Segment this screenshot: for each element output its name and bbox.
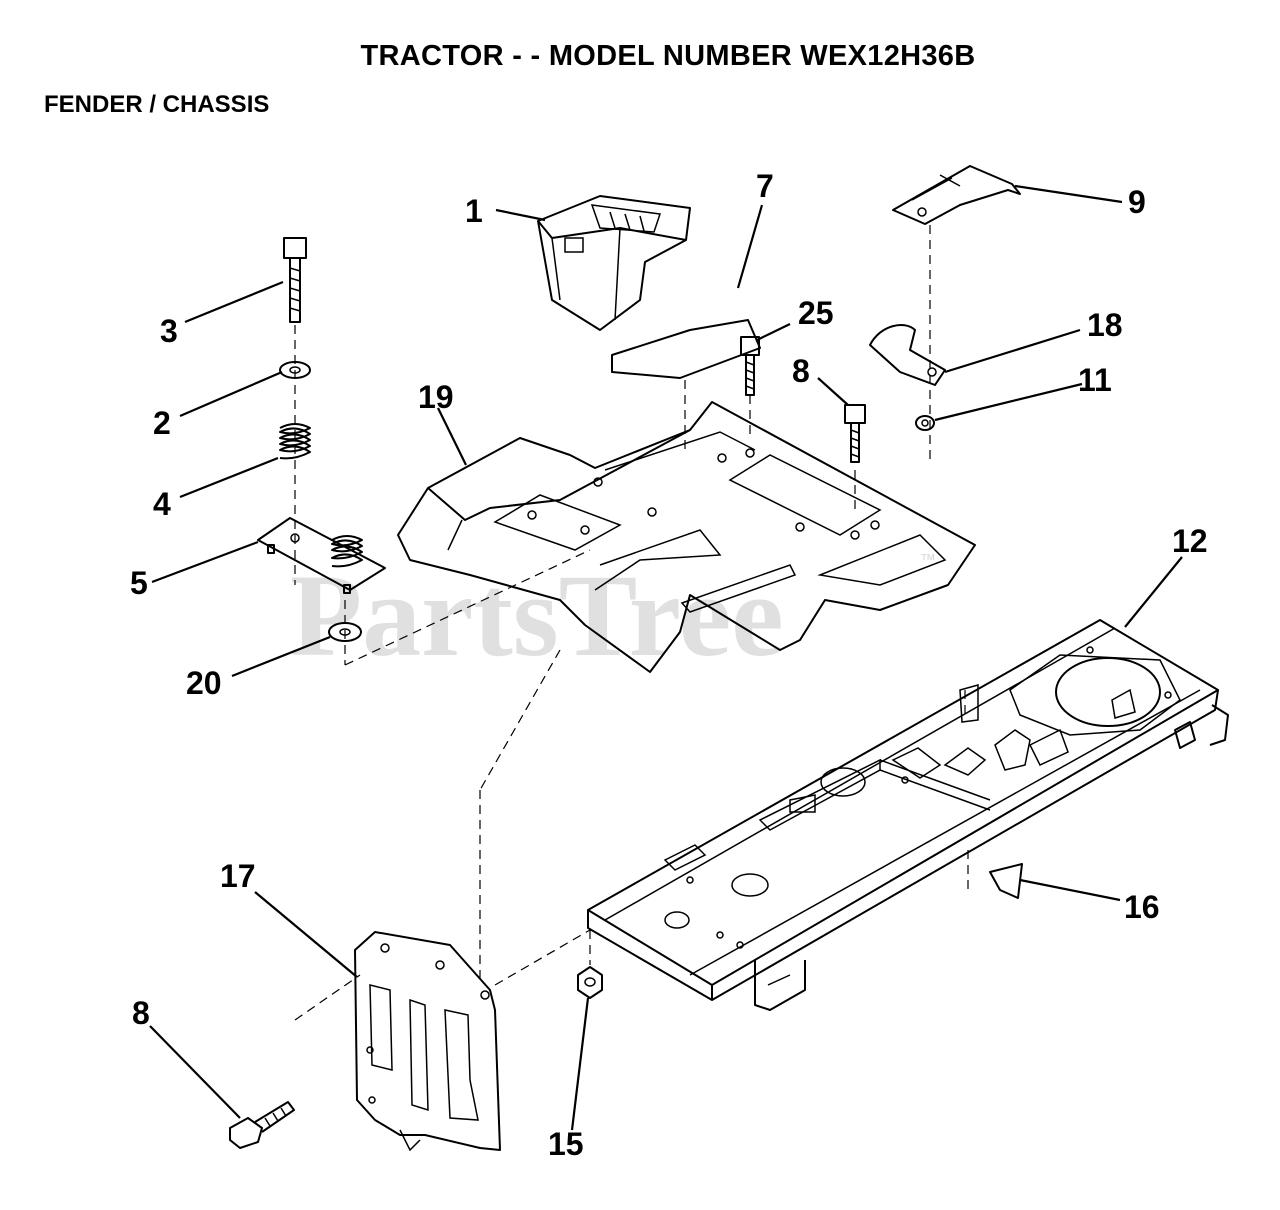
callout-20: 20	[186, 665, 222, 701]
callout-4: 4	[153, 486, 171, 522]
part-7-decal	[611, 319, 761, 379]
callout-9: 9	[1128, 184, 1146, 220]
part-2-washer	[279, 361, 311, 379]
part-12-chassis	[587, 619, 1229, 1011]
watermark: PartsTree	[290, 550, 784, 681]
part-8-bolt-top	[844, 404, 866, 463]
callout-12: 12	[1172, 523, 1208, 559]
part-18-clip	[869, 324, 946, 386]
part-3-bolt	[283, 237, 307, 323]
callout-17: 17	[220, 858, 256, 894]
part-8-bolt-bottom	[229, 1101, 295, 1149]
callout-5: 5	[130, 565, 148, 601]
part-11-nut	[915, 415, 935, 431]
callout-2: 2	[153, 405, 171, 441]
callout-18: 18	[1087, 307, 1123, 343]
callout-25: 25	[798, 295, 834, 331]
part-25-bolt	[740, 336, 760, 396]
part-16-bracket	[989, 863, 1023, 899]
callout-8-bottom: 8	[132, 995, 150, 1031]
callout-11: 11	[1078, 362, 1112, 398]
part-4-spring	[279, 423, 311, 460]
callout-15: 15	[548, 1126, 584, 1162]
callout-7: 7	[756, 168, 774, 204]
callout-8-top: 8	[792, 353, 810, 389]
part-15-nut	[577, 966, 603, 999]
part-17-mounting-plate	[354, 931, 501, 1152]
part-1-console-box	[537, 195, 691, 331]
section-subtitle: FENDER / CHASSIS	[44, 91, 270, 118]
callout-3: 3	[160, 313, 178, 349]
leader-lines	[149, 184, 1183, 1131]
callout-16: 16	[1124, 889, 1160, 925]
callout-1: 1	[465, 193, 483, 229]
callout-19: 19	[418, 379, 454, 415]
callout-numbers: 1 7 9 3 25 18 8 11 19 2 4 5 20 12 17 8 1…	[130, 168, 1208, 1162]
part-20-washer	[328, 622, 362, 642]
part-9-bracket	[892, 165, 1021, 225]
part-19-fender	[397, 401, 976, 673]
part-5-plate	[257, 517, 386, 594]
diagram-title: TRACTOR - - MODEL NUMBER WEX12H36B	[360, 40, 976, 72]
